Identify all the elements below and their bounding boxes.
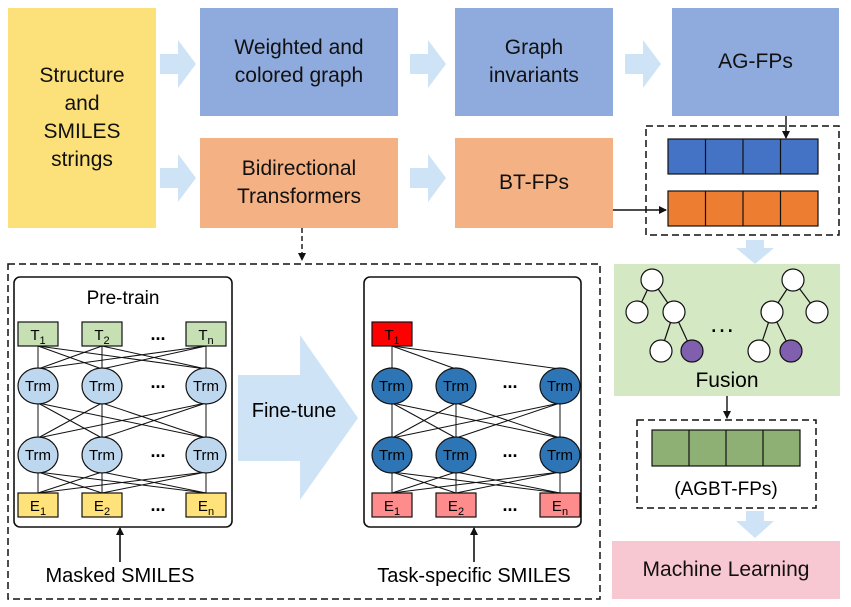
- pre-train-trm-node: [81, 367, 123, 405]
- pre-train-trm-label: Trm: [25, 447, 51, 464]
- pre-train-e-box: [17, 492, 59, 518]
- flow-arrow-invariants-agfps: [625, 40, 661, 88]
- bt-fps-box: BT-FPs: [455, 138, 613, 228]
- fine-tune-trm-node: [539, 436, 581, 474]
- pre-train-trm-node: [17, 367, 59, 405]
- graph-invariants-label: Graph invariants: [489, 36, 579, 87]
- pre-train-trm-label: Trm: [193, 378, 219, 395]
- weighted-graph-box: Weighted and colored graph: [200, 8, 398, 116]
- fine-tune-e-label: E1: [384, 498, 400, 518]
- pre-train-t-label: Tn: [198, 327, 213, 347]
- fine-tune-ellipsis: ...: [502, 441, 517, 461]
- fine-tune-trm-node: [539, 367, 581, 405]
- pre-train-e-label: E2: [94, 498, 110, 518]
- fine-tune-trm-label: Trm: [443, 378, 469, 395]
- fine-tune-connections: [391, 345, 561, 494]
- graph-invariants-box: Graph invariants: [455, 8, 613, 116]
- agbt-fps-vector: [651, 429, 801, 467]
- fine-tune-trm-node: [435, 436, 477, 474]
- fine-tune-e-box: [435, 492, 477, 518]
- bidirectional-transformers-label: Bidirectional Transformers: [236, 157, 362, 208]
- fine-tune-e-label: E2: [448, 498, 464, 518]
- pre-train-t-box: [17, 321, 59, 347]
- structure-smiles-box: Structure and SMILES strings: [8, 8, 156, 228]
- pre-train-ellipsis: ...: [150, 441, 165, 461]
- ag-fps-vector: [667, 138, 819, 175]
- agbt-fps-dashed-box: [636, 419, 817, 509]
- fine-tune-t-box: [371, 321, 413, 347]
- pre-train-t-label: T2: [94, 327, 109, 347]
- fine-tune-trm-label: Trm: [379, 447, 405, 464]
- flow-arrow-struct-bidirectional: [160, 154, 196, 202]
- bt-fps-label: BT-FPs: [498, 171, 569, 194]
- fine-tune-trm-label: Trm: [379, 378, 405, 395]
- fine-tune-arrow: [238, 335, 358, 500]
- ag-fps-box: AG-FPs: [672, 8, 839, 116]
- fusion-label: Fusion: [695, 369, 758, 392]
- bt-fps-vector: [667, 190, 819, 227]
- flow-arrow-down-fusion: [736, 240, 774, 264]
- pre-train-trm-node: [185, 367, 227, 405]
- decision-tree-1: [625, 268, 704, 363]
- agbt-fps-label: (AGBT-FPs): [674, 479, 777, 500]
- masked-smiles-label: Masked SMILES: [46, 565, 195, 587]
- fine-tune-trm-label: Trm: [547, 378, 573, 395]
- ag-fps-label: AG-FPs: [718, 50, 793, 73]
- pre-train-e-box: [185, 492, 227, 518]
- structure-smiles-label: Structure and SMILES strings: [39, 64, 125, 171]
- fine-tune-ellipsis: ...: [502, 495, 517, 515]
- bert-dashed-panel: [7, 263, 601, 600]
- flow-arrow-weighted-invariants: [410, 40, 446, 88]
- decision-tree-2: [747, 268, 829, 363]
- fine-tune-ellipsis: ...: [502, 372, 517, 392]
- pre-train-e-box: [81, 492, 123, 518]
- pre-train-trm-node: [185, 436, 227, 474]
- pre-train-connections: [37, 345, 207, 494]
- pre-train-trm-label: Trm: [89, 378, 115, 395]
- flow-arrow-bidirectional-btfps: [410, 154, 446, 202]
- weighted-graph-label: Weighted and colored graph: [234, 36, 364, 87]
- pre-train-trm-node: [81, 436, 123, 474]
- pre-train-ellipsis: ...: [150, 495, 165, 515]
- pre-train-t-label: T1: [30, 327, 45, 347]
- fingerprint-dashed-box: [645, 125, 840, 236]
- bidirectional-transformers-box: Bidirectional Transformers: [200, 138, 398, 228]
- pre-train-t-box: [81, 321, 123, 347]
- fine-tune-e-label: En: [552, 498, 568, 518]
- fine-tune-label: Fine-tune: [252, 400, 337, 422]
- fine-tune-trm-node: [435, 367, 477, 405]
- pre-train-trm-label: Trm: [193, 447, 219, 464]
- pre-train-trm-label: Trm: [25, 378, 51, 395]
- pre-train-t-box: [185, 321, 227, 347]
- fine-tune-trm-label: Trm: [443, 447, 469, 464]
- task-smiles-label: Task-specific SMILES: [377, 565, 570, 587]
- pre-train-e-label: En: [198, 498, 214, 518]
- pre-train-trm-node: [17, 436, 59, 474]
- tree-ellipsis: …: [709, 308, 735, 338]
- machine-learning-box: Machine Learning: [612, 541, 840, 599]
- machine-learning-label: Machine Learning: [642, 558, 810, 581]
- fine-tune-t-label: T1: [384, 327, 399, 347]
- fine-tune-trm-node: [371, 367, 413, 405]
- pre-train-trm-label: Trm: [89, 447, 115, 464]
- pre-train-ellipsis: ...: [150, 324, 165, 344]
- pre-train-title: Pre-train: [87, 288, 160, 309]
- flow-arrow-struct-weighted: [160, 40, 196, 88]
- fine-tune-e-box: [371, 492, 413, 518]
- fine-tune-trm-node: [371, 436, 413, 474]
- pre-train-e-label: E1: [30, 498, 46, 518]
- flow-arrow-down-ml: [736, 511, 774, 538]
- fine-tune-trm-label: Trm: [547, 447, 573, 464]
- pre-train-ellipsis: ...: [150, 372, 165, 392]
- fine-tune-e-box: [539, 492, 581, 518]
